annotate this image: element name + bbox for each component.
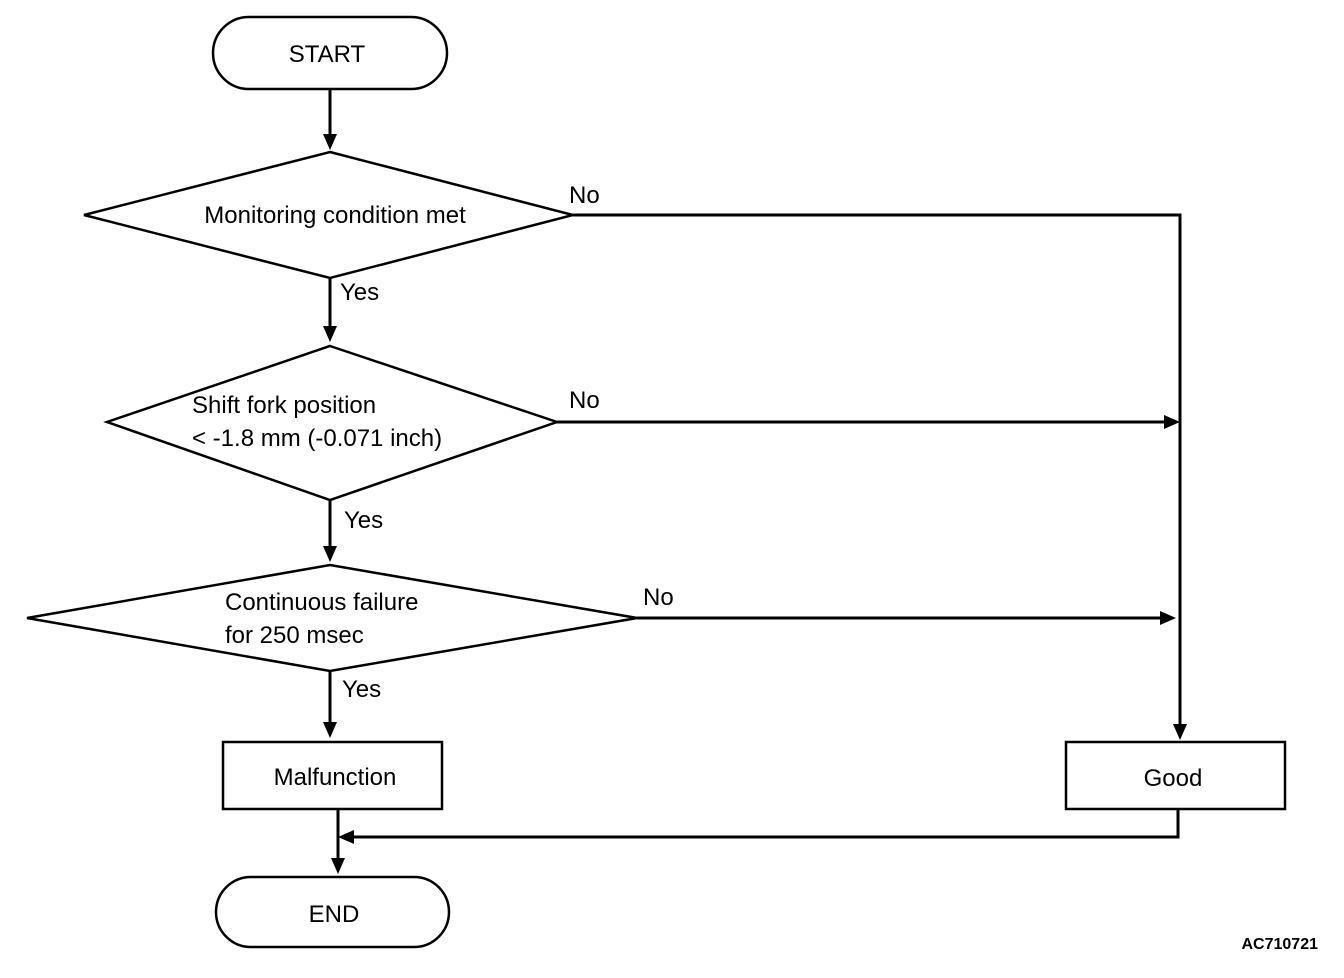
malfunction-label: Malfunction <box>274 764 397 791</box>
arrowhead-good <box>1173 724 1187 740</box>
decision3-no-label: No <box>643 584 674 611</box>
arrowhead-malfunction <box>323 722 337 738</box>
arrowhead-decision1 <box>323 134 337 150</box>
connector-good-to-end <box>354 809 1180 839</box>
decision3-yes-label: Yes <box>342 676 381 703</box>
decision1-yes-label: Yes <box>340 279 379 306</box>
decision2-diamond <box>103 344 561 502</box>
decision2-no-label: No <box>569 387 600 414</box>
decision1-no-label: No <box>569 182 600 209</box>
arrowhead-end <box>331 858 345 874</box>
good-label: Good <box>1144 765 1203 792</box>
arrowhead-decision3 <box>323 546 337 562</box>
decision3-label-line1: Continuous failure <box>225 589 418 616</box>
malfunction-box <box>221 740 444 811</box>
arrowhead-decision2 <box>323 326 337 342</box>
connector-decision1-no <box>573 213 1182 724</box>
end-terminator <box>214 875 451 949</box>
decision1-label: Monitoring condition met <box>204 202 466 229</box>
decision2-yes-label: Yes <box>344 507 383 534</box>
decision3-diamond <box>26 563 638 673</box>
decision3-label-line2: for 250 msec <box>225 622 364 649</box>
figure-id: AC710721 <box>1242 936 1319 953</box>
start-label: START <box>289 41 366 68</box>
good-box <box>1064 740 1287 811</box>
decision2-label-line1: Shift fork position <box>192 392 376 419</box>
arrowhead-decision3-no <box>1160 611 1176 625</box>
arrowhead-merge <box>338 830 354 844</box>
arrowhead-decision2-no <box>1164 415 1180 429</box>
end-label: END <box>309 901 360 928</box>
decision2-label-line2: < -1.8 mm (-0.071 inch) <box>192 425 442 452</box>
